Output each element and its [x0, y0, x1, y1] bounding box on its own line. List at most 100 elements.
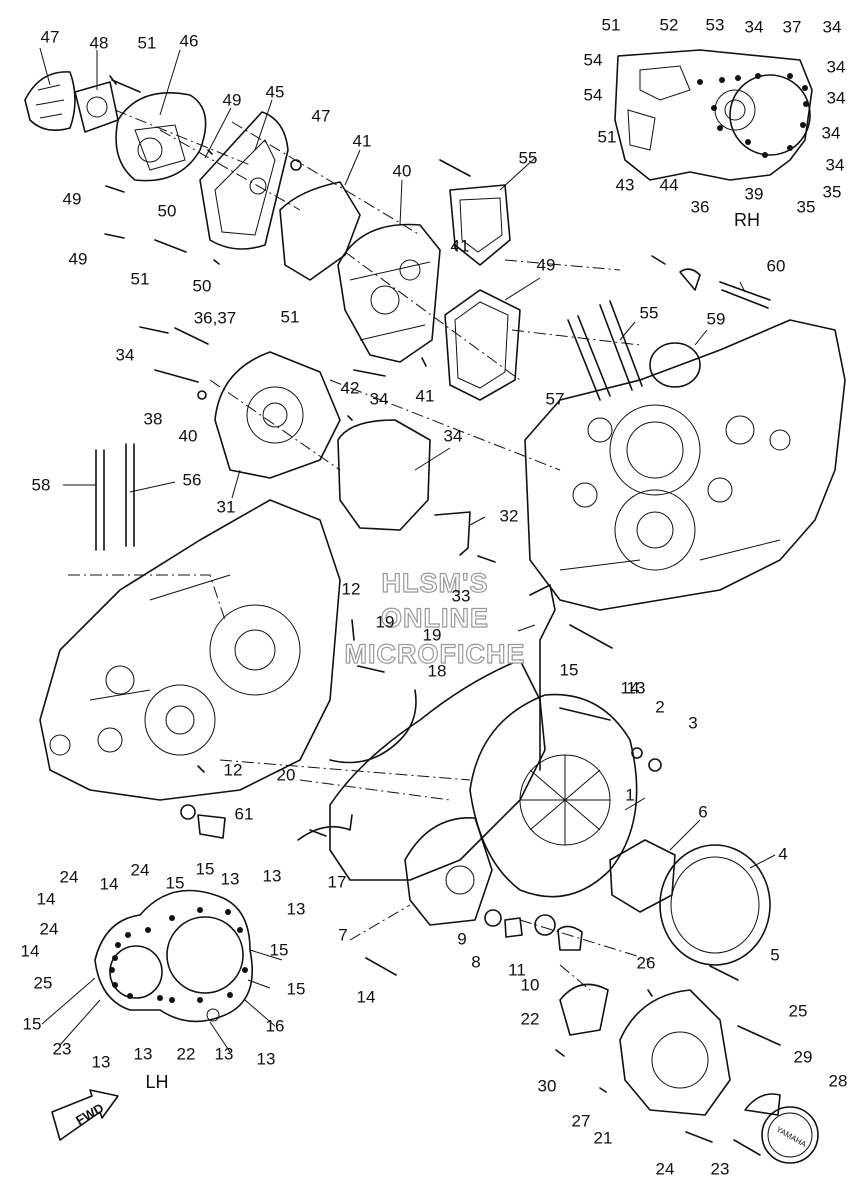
- callout: 57: [546, 389, 565, 408]
- callout: 52: [660, 15, 679, 34]
- callout: 45: [266, 82, 285, 101]
- callout: 13: [134, 1044, 153, 1063]
- callout: 14: [621, 678, 640, 697]
- callout: 13: [221, 869, 240, 888]
- callout: 51: [598, 127, 617, 146]
- callout: 13: [92, 1052, 111, 1071]
- callout: 10: [521, 975, 540, 994]
- callout: 7: [338, 925, 347, 944]
- callout: 22: [177, 1044, 196, 1063]
- left-middle-cover-parts: [95, 351, 471, 556]
- watermark-line-3: MICROFICHE: [345, 639, 526, 669]
- callout: 49: [63, 189, 82, 208]
- callout: 13: [215, 1044, 234, 1063]
- callout: 16: [266, 1016, 285, 1035]
- callout: 51: [138, 33, 157, 52]
- callout: 51: [131, 269, 150, 288]
- callout: 3: [688, 713, 697, 732]
- callout: 41: [416, 386, 435, 405]
- callout: 15: [270, 940, 289, 959]
- callout: 55: [640, 303, 659, 322]
- callout: 6: [698, 802, 707, 821]
- callout: 61: [235, 804, 254, 823]
- callout: 34: [823, 17, 842, 36]
- callout: 49: [69, 249, 88, 268]
- callout: 22: [521, 1009, 540, 1028]
- callout: 2: [655, 697, 664, 716]
- callout: 15: [166, 873, 185, 892]
- callout: 14: [21, 941, 40, 960]
- callout: 54: [584, 85, 603, 104]
- callout: 4: [778, 844, 787, 863]
- callout: 21: [594, 1128, 613, 1147]
- callout: 13: [257, 1049, 276, 1068]
- callout: 32: [500, 506, 519, 525]
- callout: 13: [287, 899, 306, 918]
- upper-left-cover-parts: [24, 71, 361, 281]
- callout: 12: [224, 760, 243, 779]
- callout: 34: [826, 155, 845, 174]
- callout: 48: [90, 33, 109, 52]
- callout: 14: [357, 987, 376, 1006]
- bolts-and-fasteners: [104, 75, 781, 1156]
- callout: 29: [794, 1047, 813, 1066]
- callout: 13: [627, 678, 646, 697]
- callout: 11: [508, 960, 526, 979]
- callout: 34: [444, 426, 463, 445]
- callout: 23: [53, 1039, 72, 1058]
- callout: 15: [287, 979, 306, 998]
- callout: 14: [37, 889, 56, 908]
- cover-logo: YAMAHA: [775, 1125, 809, 1150]
- callout-labels: 1 2 3 4 5 6 7 8 9 10 11 12 12 13 13 13 1…: [21, 15, 848, 1178]
- callout: 39: [745, 184, 764, 203]
- callout: 49: [537, 255, 556, 274]
- callout: 8: [471, 952, 480, 971]
- callout: 9: [457, 929, 466, 948]
- callout: 51: [281, 307, 300, 326]
- callout: 33: [452, 586, 471, 605]
- callout: 35: [823, 182, 842, 201]
- callout: 28: [829, 1071, 848, 1090]
- callout: 1: [625, 785, 634, 804]
- callout: 20: [277, 765, 296, 784]
- callout: 47: [41, 27, 60, 46]
- callout: 24: [131, 860, 150, 879]
- callout: 18: [428, 661, 447, 680]
- callout: 19: [376, 612, 395, 631]
- callout: 31: [217, 497, 236, 516]
- callout: 15: [196, 859, 215, 878]
- callout: 27: [572, 1111, 591, 1130]
- callout: 17: [328, 872, 347, 891]
- left-crankcase-cover-assembly: [297, 584, 771, 966]
- callout: 19: [423, 625, 442, 644]
- generator-cover-assembly: [559, 983, 819, 1164]
- watermark-line-2: ONLINE: [381, 603, 489, 633]
- callout: 36,37: [194, 308, 237, 327]
- callout: 35: [797, 197, 816, 216]
- callout: 40: [179, 426, 198, 445]
- middle-cover-parts: [337, 184, 521, 401]
- callout: 55: [519, 148, 538, 167]
- callout: 12: [342, 579, 361, 598]
- callout: 41: [353, 131, 372, 150]
- right-crankcase: [524, 268, 846, 611]
- callout: 47: [312, 106, 331, 125]
- region-label-rh: RH: [734, 210, 760, 230]
- callout: 5: [770, 945, 779, 964]
- region-label-lh: LH: [145, 1072, 168, 1092]
- callout: 23: [711, 1159, 730, 1178]
- lh-crankcase-cover-detail: [94, 889, 253, 1023]
- watermark-line-1: HLSM'S: [382, 568, 489, 598]
- fwd-arrow-icon: FWD: [51, 1089, 119, 1141]
- callout: 40: [393, 161, 412, 180]
- leader-lines: [39, 47, 776, 1053]
- callout: 53: [706, 15, 725, 34]
- callout: 34: [827, 57, 846, 76]
- callout: 54: [584, 50, 603, 69]
- callout: 30: [538, 1076, 557, 1095]
- callout: 44: [660, 175, 679, 194]
- callout: 56: [183, 470, 202, 489]
- callout: 50: [193, 276, 212, 295]
- callout: 24: [60, 867, 79, 886]
- callout: 59: [707, 309, 726, 328]
